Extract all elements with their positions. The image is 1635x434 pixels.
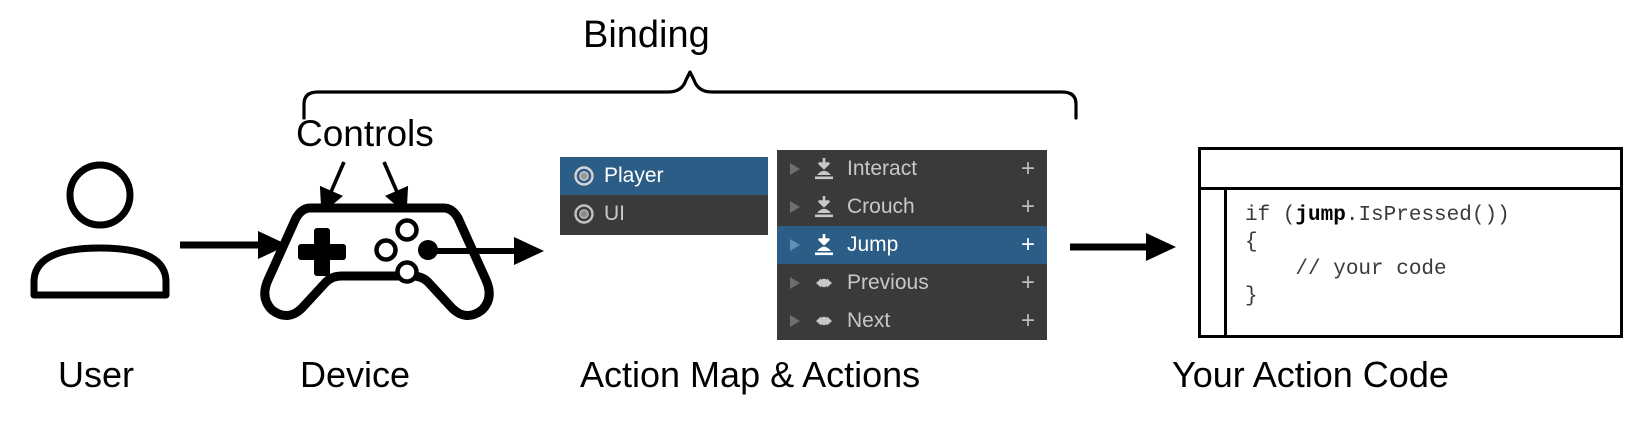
arrow-user-to-device: [180, 231, 288, 259]
add-binding-button[interactable]: +: [1020, 307, 1035, 334]
axis-action-icon: [807, 264, 841, 302]
add-binding-button[interactable]: +: [1020, 231, 1035, 258]
action-row-crouch[interactable]: Crouch +: [777, 188, 1047, 226]
add-binding-button[interactable]: +: [1020, 193, 1035, 220]
action-map-label: UI: [604, 202, 625, 225]
code-line-2: {: [1245, 231, 1258, 254]
binding-brace: [302, 70, 1078, 120]
arrow-actionmap-to-code: [1070, 233, 1176, 261]
action-label: Next: [847, 309, 891, 332]
action-map-row-ui[interactable]: UI: [560, 195, 768, 233]
add-binding-button[interactable]: +: [1020, 155, 1035, 182]
code-line-1-suffix: .IsPressed()): [1345, 204, 1510, 227]
chevron-right-icon[interactable]: [783, 302, 807, 340]
action-row-previous[interactable]: Previous +: [777, 264, 1047, 302]
caption-user: User: [58, 354, 135, 395]
person-icon: [30, 161, 170, 299]
dpad-icon: [298, 228, 346, 276]
action-label: Interact: [847, 157, 918, 180]
code-token-jump: jump: [1295, 204, 1346, 227]
binding-label: Binding: [583, 14, 710, 56]
action-maps-panel[interactable]: Player UI: [560, 157, 768, 235]
action-row-jump[interactable]: Jump +: [777, 226, 1047, 264]
gamepad-icon: [260, 203, 494, 320]
action-map-label: Player: [604, 164, 664, 187]
arrow-device-to-actionmap: [428, 237, 544, 265]
chevron-right-icon[interactable]: [783, 226, 807, 264]
button-action-icon: [807, 150, 841, 188]
controls-arrows: [319, 161, 409, 214]
actions-panel[interactable]: Interact + Crouch +: [777, 150, 1047, 340]
chevron-right-icon[interactable]: [783, 264, 807, 302]
code-editor-text[interactable]: if (jump.IsPressed()) { // your code }: [1227, 190, 1620, 335]
caption-code: Your Action Code: [1172, 354, 1449, 395]
action-map-icon: [570, 195, 598, 233]
action-map-icon: [570, 157, 598, 195]
action-label: Previous: [847, 271, 929, 294]
chevron-right-icon[interactable]: [783, 150, 807, 188]
code-line-1-prefix: if (: [1245, 204, 1296, 227]
caption-device: Device: [300, 354, 411, 395]
add-binding-button[interactable]: +: [1020, 269, 1035, 296]
controls-label: Controls: [296, 113, 434, 154]
caption-action-map: Action Map & Actions: [580, 354, 921, 395]
code-line-3: // your code: [1245, 258, 1447, 281]
action-map-row-player[interactable]: Player: [560, 157, 768, 195]
code-window: if (jump.IsPressed()) { // your code }: [1198, 147, 1623, 338]
chevron-right-icon[interactable]: [783, 188, 807, 226]
code-gutter: [1201, 190, 1227, 335]
code-window-title-bar: [1201, 150, 1620, 190]
action-label: Crouch: [847, 195, 915, 218]
action-row-interact[interactable]: Interact +: [777, 150, 1047, 188]
button-action-icon: [807, 226, 841, 264]
action-row-next[interactable]: Next +: [777, 302, 1047, 340]
code-line-4: }: [1245, 285, 1258, 308]
action-label: Jump: [847, 233, 899, 256]
code-window-body: if (jump.IsPressed()) { // your code }: [1201, 190, 1620, 335]
axis-action-icon: [807, 302, 841, 340]
button-action-icon: [807, 188, 841, 226]
